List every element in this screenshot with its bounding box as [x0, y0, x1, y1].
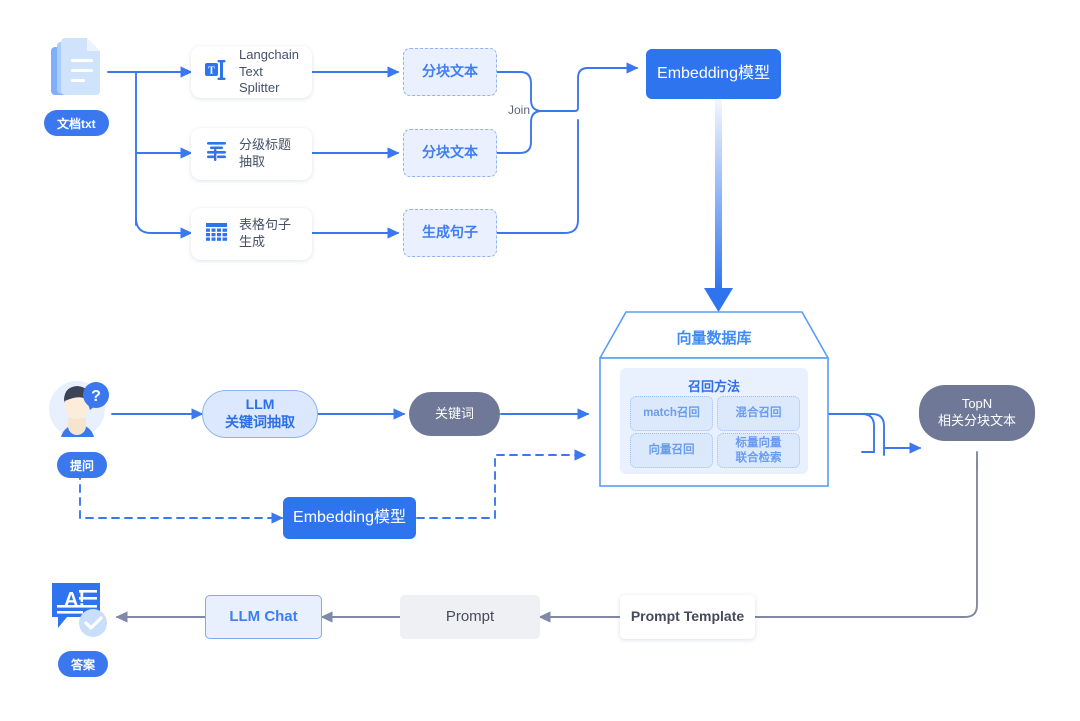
edge-dashed-user-to-embedding — [79, 471, 284, 524]
processor-label: 表格句子生成 — [239, 217, 292, 249]
answer-bubble-icon: A! — [49, 580, 111, 645]
processor-card-table-sentence[interactable]: 表格句子生成 — [191, 208, 312, 260]
edge-dashed-embedding-to-db — [416, 449, 587, 519]
heading-extract-icon — [205, 141, 229, 168]
output-chip-chunk-text-1[interactable]: 分块文本 — [403, 48, 497, 96]
langchain-splitter-icon: T — [205, 59, 229, 86]
output-chip-chunk-text-2[interactable]: 分块文本 — [403, 129, 497, 177]
recall-methods-title: 召回方法 — [687, 379, 740, 394]
join-label: Join — [508, 103, 531, 117]
svg-text:?: ? — [91, 388, 101, 405]
user-tag: 提问 — [57, 452, 108, 478]
edge-join-to-embedding — [569, 62, 639, 112]
edge-vectordb-to-topn — [826, 413, 875, 453]
embedding-model-query[interactable]: Embedding模型 — [283, 497, 416, 539]
recall-method-hybrid[interactable]: 混合召回 — [717, 396, 800, 431]
recall-methods-panel: 召回方法 match召回 混合召回 向量召回 标量向量联合检索 — [620, 368, 808, 474]
recall-method-vector[interactable]: 向量召回 — [630, 433, 713, 468]
answer-tag: 答案 — [58, 651, 109, 677]
vector-database-title: 向量数据库 — [676, 330, 752, 347]
edge-embedding-to-vectordb — [704, 100, 733, 312]
user-question-icon: ? — [48, 378, 110, 445]
processor-card-heading-extract[interactable]: 分级标题抽取 — [191, 128, 312, 180]
output-chip-generated-sentence[interactable]: 生成句子 — [403, 209, 497, 257]
edge-chunk2-to-join — [496, 110, 543, 154]
documents-icon — [50, 37, 108, 114]
edge-sentence-to-join-trunk — [496, 119, 579, 234]
keyword-node[interactable]: 关键词 — [409, 392, 500, 436]
embedding-model-top[interactable]: Embedding模型 — [646, 49, 781, 99]
edge-db-to-topn-seg — [826, 413, 885, 456]
recall-method-scalar-vector-joint[interactable]: 标量向量联合检索 — [717, 433, 800, 468]
prompt-template-node[interactable]: Prompt Template — [620, 595, 755, 639]
doc-tag: 文档txt — [44, 110, 109, 136]
llm-chat-node[interactable]: LLM Chat — [205, 595, 322, 639]
edge-doc-to-table — [135, 217, 193, 239]
prompt-node[interactable]: Prompt — [400, 595, 540, 639]
vector-database[interactable]: 向量数据库 召回方法 match召回 混合召回 向量召回 标量向量联合检索 — [598, 308, 830, 488]
svg-text:T: T — [208, 65, 215, 76]
processor-label: 分级标题抽取 — [239, 137, 292, 169]
recall-method-match[interactable]: match召回 — [630, 396, 713, 431]
table-grid-icon — [205, 221, 229, 248]
